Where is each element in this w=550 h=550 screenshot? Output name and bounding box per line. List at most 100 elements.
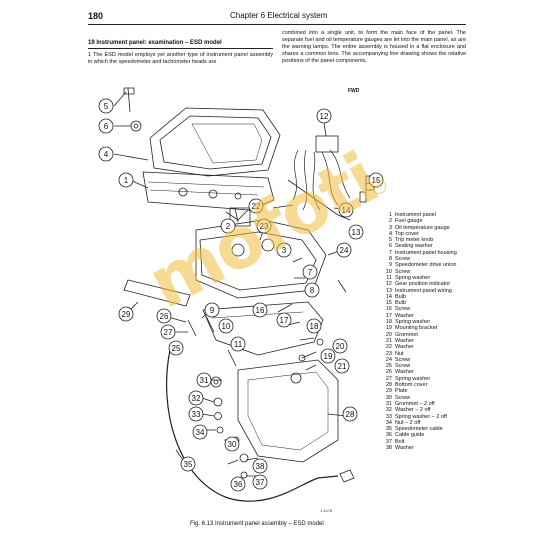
svg-text:34: 34	[196, 428, 205, 437]
svg-text:16: 16	[256, 306, 265, 315]
heading-rule	[88, 48, 273, 49]
trip-meter-knob	[123, 87, 135, 113]
watermark-registered-mark: ®	[372, 180, 386, 194]
legend-item-text: Bottom cover	[395, 382, 428, 389]
legend-item-number: 11	[386, 274, 392, 281]
callout-4: 4	[98, 146, 114, 162]
callout-20: 20	[332, 338, 348, 354]
svg-text:25: 25	[172, 344, 181, 353]
svg-text:18: 18	[310, 322, 319, 331]
legend-item-number: 2	[388, 218, 392, 225]
svg-text:27: 27	[164, 328, 173, 337]
svg-text:5: 5	[104, 102, 109, 111]
callout-37: 37	[252, 474, 268, 490]
legend-item-number: 10	[385, 268, 392, 275]
legend-item-number: 3	[388, 224, 392, 231]
legend-item-number: 35	[385, 426, 392, 433]
drawing-ref: 1.4478	[320, 508, 333, 513]
legend-item-text: Nut – 2 off	[395, 419, 421, 426]
chapter-title: Chapter 6 Electrical system	[230, 11, 328, 20]
legend-item-number: 29	[385, 388, 392, 395]
wiring-loom	[292, 149, 351, 211]
bottom-cover	[237, 359, 339, 463]
callout-3: 3	[276, 242, 292, 258]
gear-position-indicator	[315, 135, 339, 153]
legend-item-number: 28	[385, 382, 392, 389]
callout-26: 26	[156, 308, 172, 324]
legend-item-number: 21	[385, 337, 392, 344]
svg-text:3: 3	[282, 246, 287, 255]
legend-item-text: Spring washer	[395, 274, 431, 281]
legend-item-text: Instrument panel	[395, 212, 436, 218]
svg-text:38: 38	[256, 462, 265, 471]
svg-text:23: 23	[260, 222, 269, 231]
page-number: 180	[88, 11, 104, 21]
instrument-panel-housing	[195, 219, 327, 299]
legend-item-number: 5	[388, 237, 392, 244]
legend-item-number: 37	[385, 438, 392, 445]
legend-item-text: Bolt	[395, 438, 405, 445]
callout-36: 36	[230, 476, 246, 492]
fwd-label: FWD	[348, 88, 360, 94]
legend-item-number: 26	[385, 369, 392, 376]
legend-item-text: Screw	[395, 256, 411, 263]
callout-7: 7	[302, 264, 318, 280]
legend-item-text: Speedometer cable	[395, 426, 443, 433]
legend-item-text: Oil temperature gauge	[395, 224, 450, 231]
legend-item-text: Washer	[395, 337, 414, 344]
callout-2: 2	[220, 218, 236, 234]
svg-text:29: 29	[122, 310, 131, 319]
svg-text:21: 21	[338, 362, 347, 371]
svg-text:4: 4	[104, 150, 109, 159]
callout-1: 1	[118, 172, 134, 188]
legend-item-number: 1	[388, 212, 392, 218]
legend-item-number: 17	[385, 312, 392, 319]
callout-12: 12	[316, 108, 332, 124]
legend-item-number: 24	[385, 356, 392, 363]
legend-item-text: Trip meter knob	[395, 237, 434, 244]
legend-item-text: Bulb	[395, 300, 407, 307]
legend-item-number: 31	[385, 400, 392, 407]
legend-item-text: Top cover	[395, 230, 419, 237]
legend-item-number: 9	[388, 262, 392, 269]
callout-27: 27	[160, 324, 176, 340]
legend-item-text: Screw	[395, 268, 411, 275]
plate	[123, 279, 191, 307]
legend-item-number: 22	[385, 344, 392, 351]
legend-item-text: Mounting bracket	[395, 325, 438, 332]
svg-text:37: 37	[256, 478, 265, 487]
svg-text:14: 14	[342, 206, 351, 215]
legend-item-number: 20	[385, 331, 392, 338]
svg-text:7: 7	[308, 268, 313, 277]
callout-5: 5	[98, 98, 114, 114]
svg-text:32: 32	[192, 394, 201, 403]
callout-30: 30	[224, 436, 240, 452]
svg-text:35: 35	[184, 460, 193, 469]
legend-item-number: 8	[388, 256, 392, 263]
callout-16: 16	[252, 302, 268, 318]
callout-31: 31	[196, 372, 212, 388]
legend-item-text: Screw	[395, 363, 411, 370]
legend-item-text: Washer	[395, 444, 414, 451]
svg-text:8: 8	[310, 286, 315, 295]
svg-text:17: 17	[280, 316, 289, 325]
